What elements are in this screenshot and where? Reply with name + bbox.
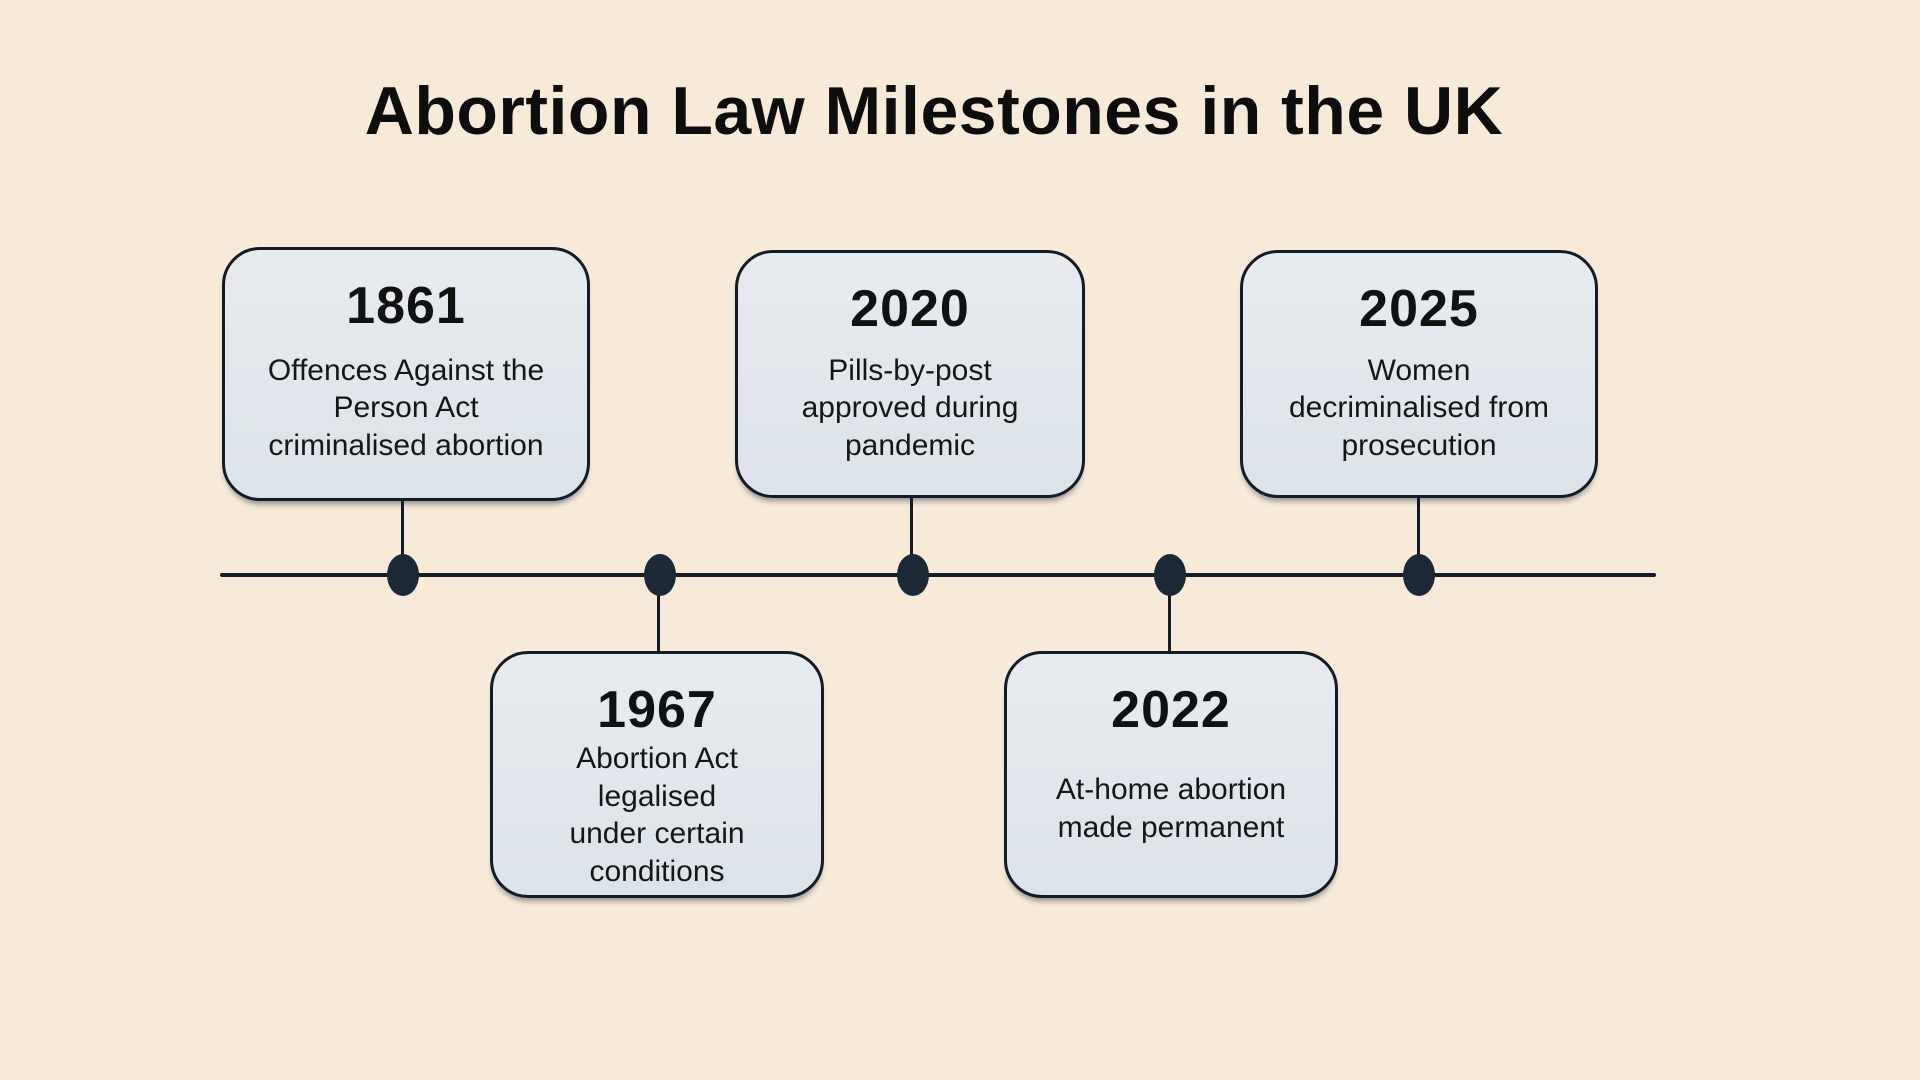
milestone-description: At-home abortion made permanent: [1055, 773, 1287, 844]
milestone-description: Offences Against the Person Act criminal…: [267, 353, 545, 462]
milestone-card-2025: 2025 Women decriminalised from prosecuti…: [1240, 250, 1598, 498]
milestone-card-1967: 1967 Abortion Act legalised under certai…: [490, 651, 824, 898]
milestone-card-2020: 2020 Pills-by-post approved during pande…: [735, 250, 1085, 498]
connector-1861: [401, 499, 404, 575]
timeline-dot-1967: [644, 554, 676, 596]
milestone-year: 1967: [597, 681, 717, 739]
page-title: Abortion Law Milestones in the UK: [364, 73, 1504, 149]
connector-2025: [1417, 496, 1420, 575]
timeline-dot-2020: [897, 554, 929, 596]
milestone-description: Pills-by-post approved during pandemic: [801, 353, 1019, 462]
milestone-year: 1861: [346, 277, 466, 335]
milestone-description: Abortion Act legalised under certain con…: [569, 742, 745, 888]
timeline-dot-2025: [1403, 554, 1435, 596]
timeline-dot-2022: [1154, 554, 1186, 596]
milestone-description: Women decriminalised from prosecution: [1288, 353, 1550, 462]
connector-2022: [1168, 577, 1171, 653]
milestone-year: 2025: [1359, 280, 1479, 338]
connector-2020: [910, 496, 913, 575]
timeline-axis: [220, 573, 1656, 577]
milestone-card-2022: 2022 At-home abortion made permanent: [1004, 651, 1338, 898]
milestone-year: 2022: [1111, 681, 1231, 739]
milestone-card-1861: 1861 Offences Against the Person Act cri…: [222, 247, 590, 501]
connector-1967: [657, 577, 660, 653]
timeline-dot-1861: [387, 554, 419, 596]
milestone-year: 2020: [850, 280, 970, 338]
